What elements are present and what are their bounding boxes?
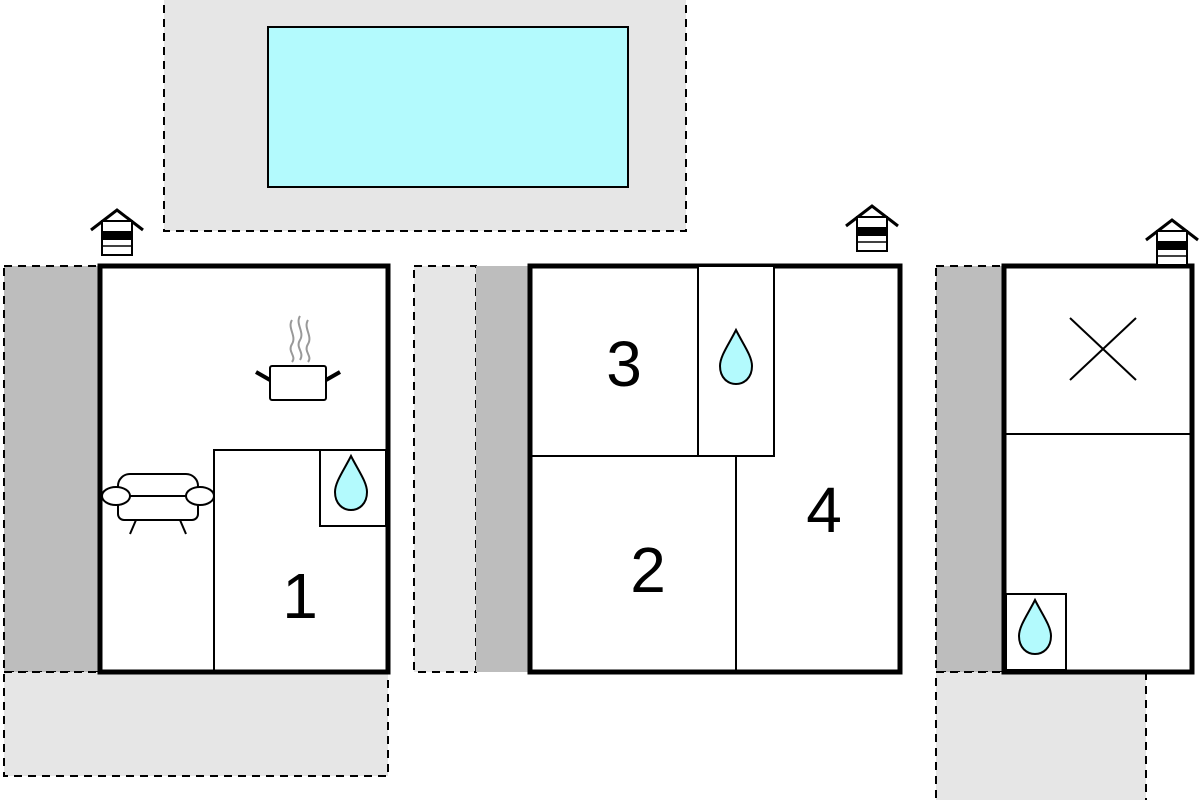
covered-area-left — [3, 265, 101, 673]
cooking-pot-icon — [255, 315, 341, 401]
house-entrance-icon — [1144, 218, 1200, 267]
swimming-pool — [267, 26, 629, 188]
room-label-3: 3 — [606, 328, 642, 400]
room-label-1: 1 — [282, 560, 318, 632]
terrace-right-bottom — [935, 671, 1147, 800]
building-middle: 3 2 4 — [527, 204, 903, 675]
covered-area-middle — [476, 266, 530, 672]
house-entrance-icon — [89, 208, 145, 257]
building-left: 1 — [89, 208, 391, 675]
sofa-icon — [101, 473, 215, 535]
room-label-4: 4 — [806, 474, 842, 546]
cross-mark-icon — [1069, 317, 1137, 381]
building-right — [1001, 218, 1200, 675]
terrace-middle — [413, 265, 477, 673]
covered-area-right — [935, 265, 1005, 673]
room-label-2: 2 — [630, 534, 666, 606]
terrace-left-bottom — [3, 671, 389, 777]
house-entrance-icon — [844, 204, 900, 253]
